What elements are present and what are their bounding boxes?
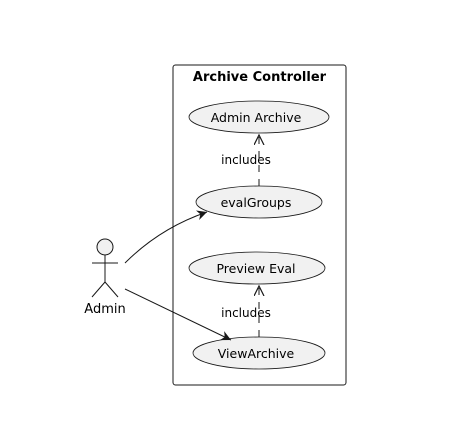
use-case-label: ViewArchive xyxy=(218,346,295,361)
boundary-title: Archive Controller xyxy=(193,70,327,85)
include-label: includes xyxy=(221,153,271,167)
boundary-box xyxy=(172,64,347,386)
use-case-label: Admin Archive xyxy=(211,110,302,125)
actor-label: Admin xyxy=(84,302,125,317)
include-label: includes xyxy=(221,306,271,320)
use-case-label: Preview Eval xyxy=(216,261,295,276)
use-case-label: evalGroups xyxy=(221,195,292,210)
use-case-ellipse xyxy=(188,251,326,285)
association-admin-eval-groups xyxy=(124,210,208,264)
use-case-ellipse xyxy=(188,100,330,134)
use-case-preview-eval[interactable]: Preview Eval xyxy=(188,251,326,285)
use-case-view-archive[interactable]: ViewArchive xyxy=(192,336,326,370)
stick-figure-icon xyxy=(91,238,119,298)
include-relation-preview-eval: includes xyxy=(221,286,271,337)
include-relation-admin-archive: includes xyxy=(221,135,271,186)
association-admin-view-archive xyxy=(124,288,232,341)
system-boundary: Archive Controller xyxy=(172,64,347,386)
use-case-admin-archive[interactable]: Admin Archive xyxy=(188,100,330,134)
actor-admin[interactable]: Admin xyxy=(84,238,126,317)
use-case-eval-groups[interactable]: evalGroups xyxy=(195,185,323,219)
